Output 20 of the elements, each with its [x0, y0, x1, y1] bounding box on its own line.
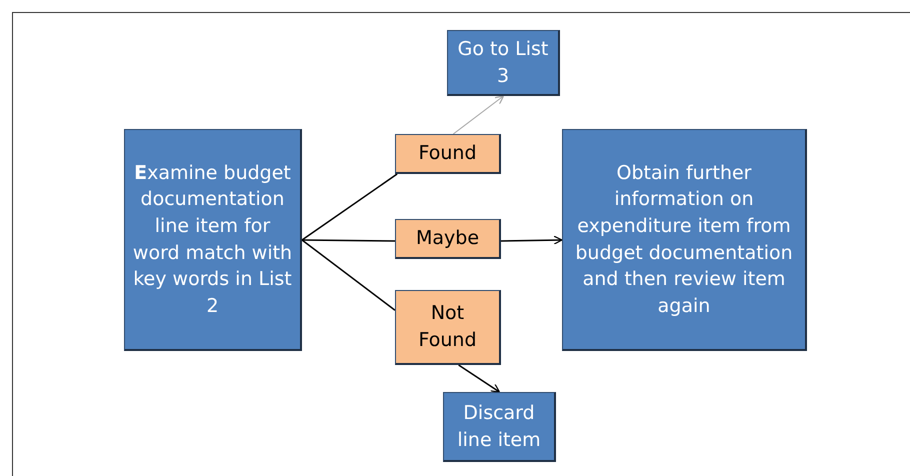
box-text: Maybe: [416, 226, 480, 252]
box-text: Go to List 3: [456, 36, 550, 88]
connector-line: [452, 95, 504, 134]
outcome-box: [395, 219, 501, 259]
box-text: Discard line item: [456, 400, 542, 452]
process-box: [443, 392, 556, 462]
connector-line: [302, 239, 395, 242]
box-text: Not Found: [417, 301, 478, 353]
process-box: [562, 129, 807, 351]
box-text: Obtain further information on expenditure item from budget documentation and then review item again: [574, 160, 794, 319]
box-text: Found: [418, 141, 477, 166]
box-text: Examine budget documentation line item for word match with key words in List 2: [132, 160, 294, 319]
process-box: [124, 129, 302, 351]
process-box: [447, 30, 560, 96]
connector-line: [458, 364, 500, 393]
connector-line: [500, 236, 563, 245]
connector-line: [302, 173, 398, 241]
outcome-box: [395, 134, 501, 174]
connector-line: [302, 239, 396, 311]
outcome-box: [395, 290, 501, 365]
